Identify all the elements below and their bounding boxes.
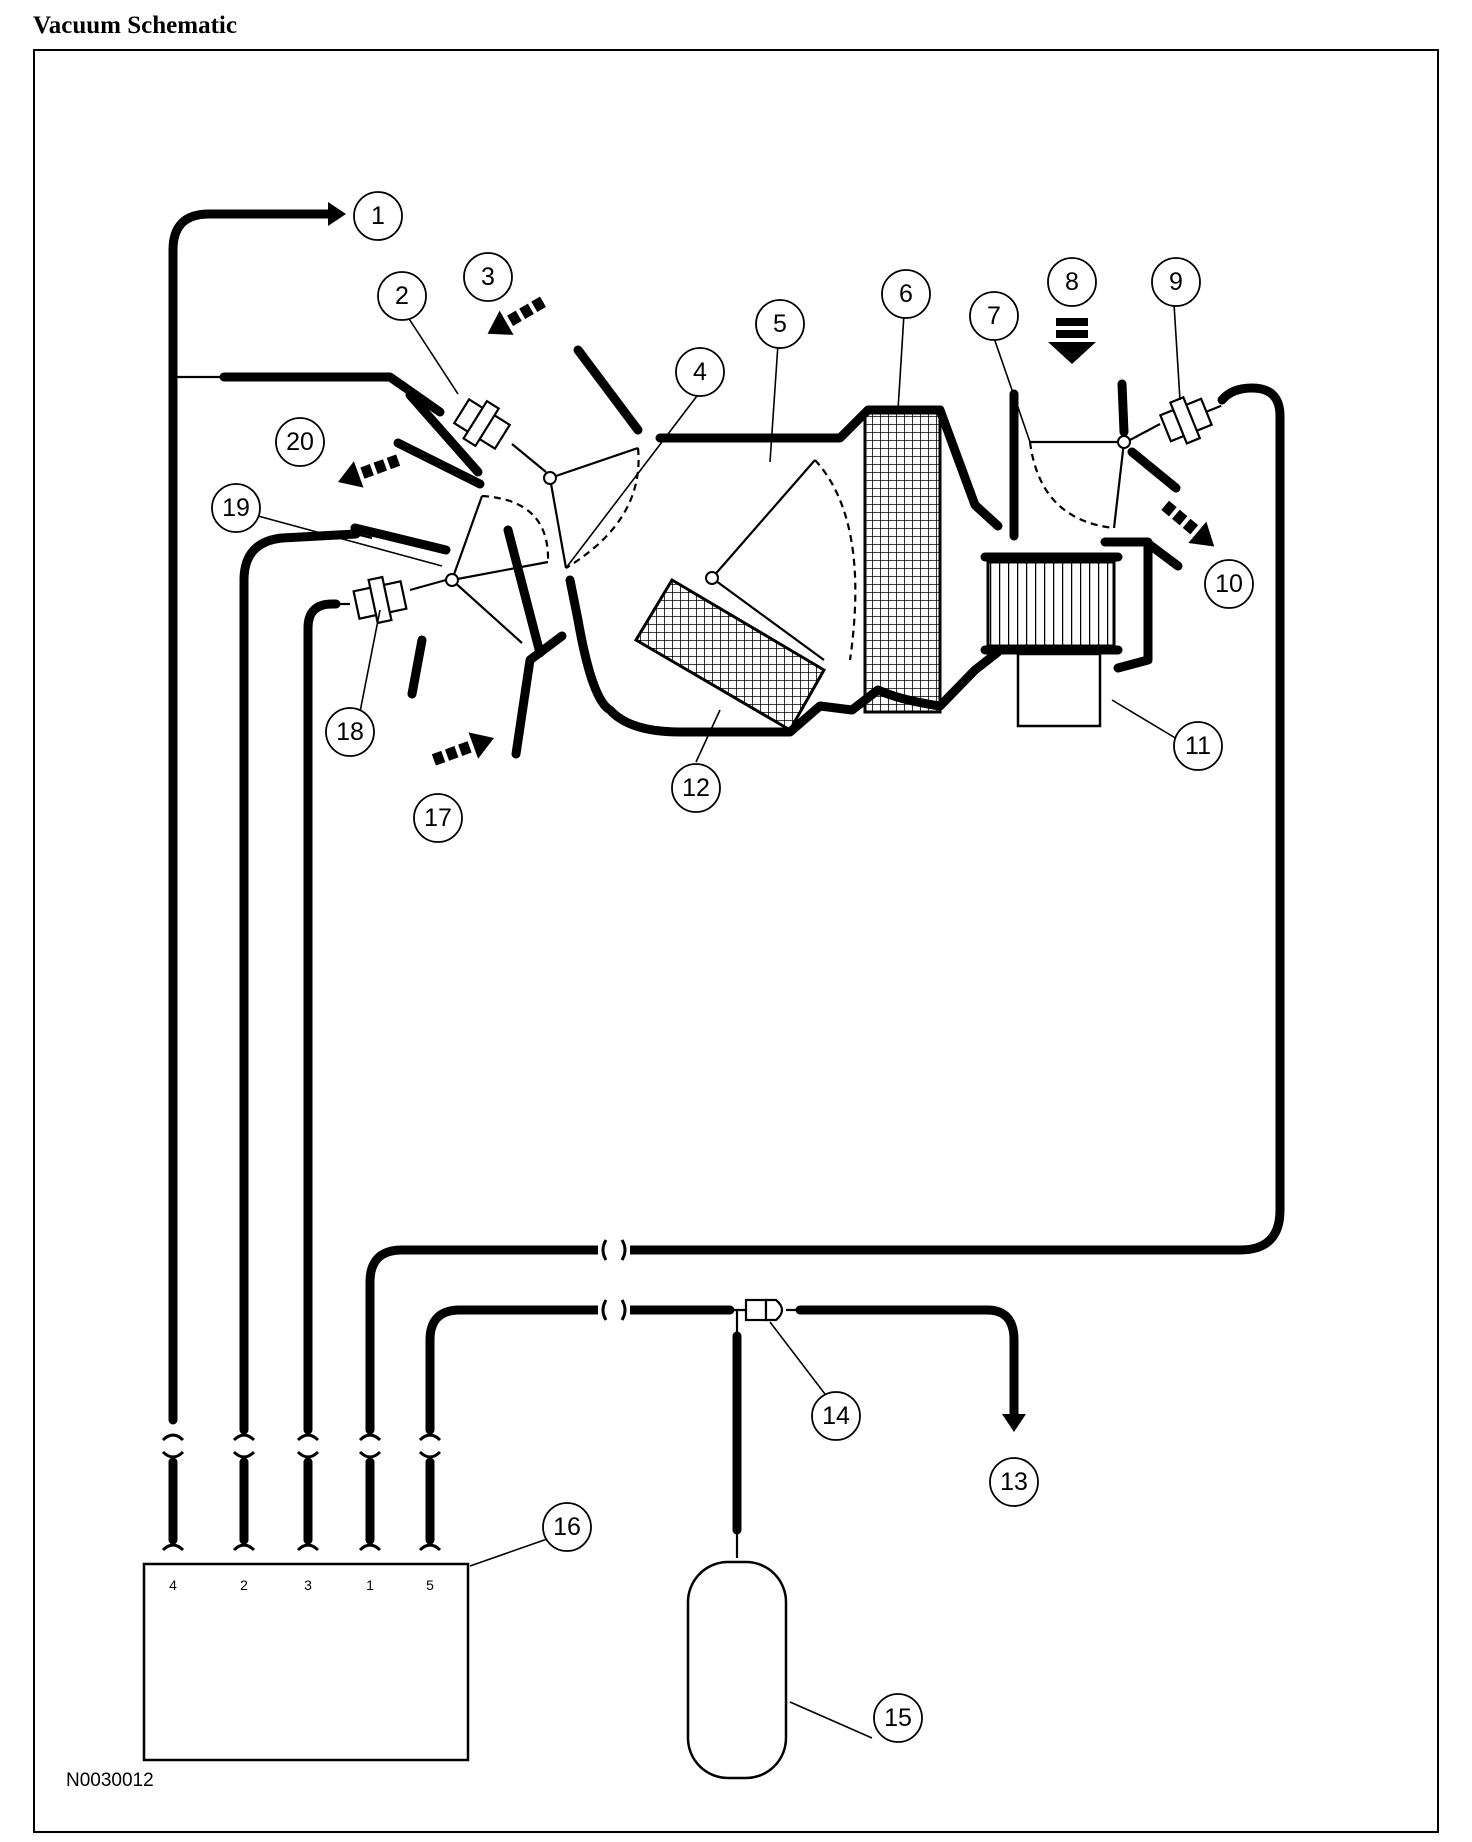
svg-text:11: 11 bbox=[1185, 732, 1211, 760]
svg-text:10: 10 bbox=[1215, 570, 1243, 598]
svg-text:3: 3 bbox=[481, 263, 495, 291]
diagram-frame bbox=[33, 49, 1439, 1833]
vacuum-actuator-18 bbox=[352, 575, 408, 625]
vacuum-actuator-2 bbox=[452, 397, 512, 451]
recirc-door bbox=[1028, 379, 1181, 530]
callout-8: 8 bbox=[1047, 257, 1097, 307]
heater-core bbox=[633, 577, 827, 733]
floor-door bbox=[409, 494, 550, 644]
callout-6: 6 bbox=[881, 269, 931, 319]
callout-4: 4 bbox=[675, 347, 725, 397]
arrow-to-13 bbox=[1002, 1414, 1026, 1432]
check-valve bbox=[744, 1298, 800, 1322]
diagram-title: Vacuum Schematic bbox=[33, 12, 237, 39]
leader-lines bbox=[257, 303, 1183, 1739]
evaporator-core bbox=[863, 408, 942, 714]
callout-20: 20 bbox=[275, 417, 325, 467]
hose-port-5 bbox=[425, 1305, 735, 1435]
hose-port-2 bbox=[239, 529, 361, 1435]
callout-5: 5 bbox=[755, 299, 805, 349]
callout-13: 13 bbox=[989, 1457, 1039, 1507]
svg-text:15: 15 bbox=[884, 1704, 912, 1732]
callout-10: 10 bbox=[1204, 559, 1254, 609]
hose-port-4 bbox=[168, 209, 335, 1425]
blower bbox=[980, 537, 1183, 728]
callout-15: 15 bbox=[873, 1693, 923, 1743]
svg-text:7: 7 bbox=[987, 302, 1001, 330]
arrow-to-1 bbox=[328, 202, 346, 226]
hose-connectors bbox=[598, 1239, 630, 1321]
hose-to-reservoir bbox=[730, 1308, 746, 1334]
vacuum-hoses bbox=[168, 202, 1285, 1558]
svg-text:9: 9 bbox=[1169, 268, 1183, 296]
svg-text:14: 14 bbox=[822, 1402, 850, 1430]
svg-text:8: 8 bbox=[1065, 268, 1079, 296]
svg-text:13: 13 bbox=[1000, 1468, 1028, 1496]
svg-text:19: 19 bbox=[222, 494, 250, 522]
figure-id: N0030012 bbox=[66, 1770, 154, 1791]
callout-7: 7 bbox=[969, 291, 1019, 341]
svg-text:18: 18 bbox=[336, 718, 364, 746]
hose-port-3 bbox=[303, 599, 341, 1435]
vacuum-actuator-9 bbox=[1158, 395, 1222, 445]
blend-door bbox=[705, 459, 857, 661]
svg-text:2: 2 bbox=[395, 282, 409, 310]
control-module bbox=[142, 1562, 470, 1762]
callout-12: 12 bbox=[671, 763, 721, 813]
callouts: 1 2 3 4 5 6 7 8 9 10 11 12 13 14 15 16 1… bbox=[211, 191, 1254, 1743]
callout-17: 17 bbox=[413, 793, 463, 843]
callout-1: 1 bbox=[353, 191, 403, 241]
svg-text:20: 20 bbox=[286, 428, 314, 456]
callout-18: 18 bbox=[325, 707, 375, 757]
callout-2: 2 bbox=[377, 271, 427, 321]
port-label-1: 1 bbox=[366, 1577, 374, 1593]
svg-text:4: 4 bbox=[693, 358, 707, 386]
svg-text:16: 16 bbox=[553, 1513, 581, 1541]
callout-16: 16 bbox=[542, 1502, 592, 1552]
port-label-3: 3 bbox=[304, 1577, 312, 1593]
panel-defrost-door bbox=[511, 443, 640, 569]
svg-text:5: 5 bbox=[773, 310, 787, 338]
svg-text:12: 12 bbox=[682, 774, 710, 802]
port-label-5: 5 bbox=[426, 1577, 434, 1593]
svg-text:6: 6 bbox=[899, 280, 913, 308]
callout-19: 19 bbox=[211, 483, 261, 533]
vacuum-reservoir bbox=[686, 1560, 788, 1780]
callout-14: 14 bbox=[811, 1391, 861, 1441]
port-label-2: 2 bbox=[240, 1577, 248, 1593]
airflow-arrows bbox=[337, 296, 1215, 766]
svg-text:17: 17 bbox=[424, 804, 452, 832]
hose-port-1 bbox=[365, 383, 1285, 1435]
hvac-plenum bbox=[350, 345, 1019, 759]
callout-3: 3 bbox=[463, 252, 513, 302]
port-label-4: 4 bbox=[169, 1577, 177, 1593]
callout-11: 11 bbox=[1173, 721, 1223, 771]
module-port-labels: 4 2 3 1 5 bbox=[169, 1577, 434, 1593]
svg-text:1: 1 bbox=[371, 202, 385, 230]
callout-9: 9 bbox=[1151, 257, 1201, 307]
module-hose-connectors bbox=[161, 1433, 442, 1552]
